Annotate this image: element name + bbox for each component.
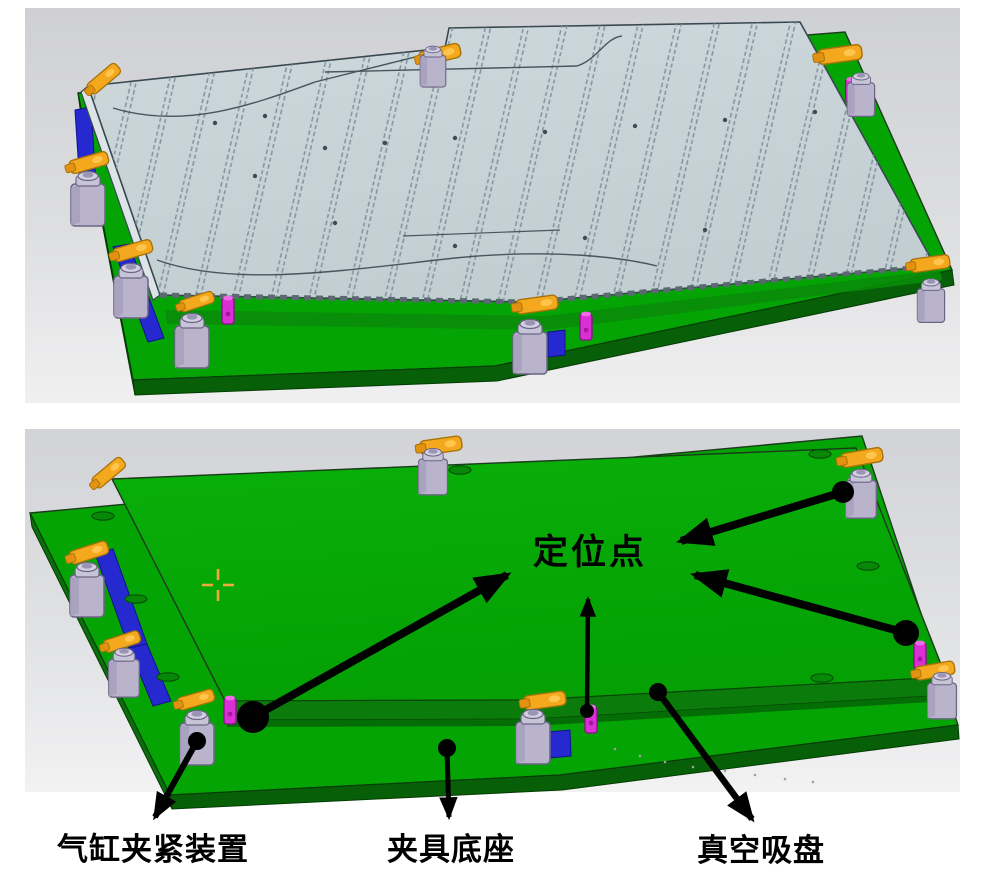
locating-pin	[221, 294, 235, 325]
assembly-with-workpiece-figure	[25, 8, 960, 403]
clamp-cylinder	[69, 561, 105, 618]
label-vacuum-cup: 真空吸盘	[697, 833, 825, 869]
locating-pin	[913, 639, 927, 670]
callout-arrows	[152, 481, 919, 823]
locating-pin	[579, 310, 593, 341]
label-positioning-point: 定位点	[533, 533, 648, 573]
clamp-cylinder	[174, 312, 210, 369]
clamp-cylinder	[512, 318, 548, 375]
sketch-dots	[613, 747, 815, 784]
clamp-cylinder	[846, 72, 876, 118]
riser-strips	[94, 548, 572, 759]
label-fixture-base: 夹具底座	[387, 832, 515, 868]
arrow-cylinder-clamp	[152, 732, 206, 821]
clamp-cylinder	[916, 278, 946, 323]
arrow-vacuum-cup	[649, 683, 755, 823]
origin-crosshair	[202, 569, 234, 601]
arrow-positioning-point-upper-right	[676, 481, 854, 546]
arrow-positioning-point-bottom	[579, 596, 597, 718]
clamp-cylinder	[515, 708, 551, 765]
clamp-cylinder	[108, 647, 140, 698]
workpiece-skin-panel	[80, 21, 937, 305]
arrow-positioning-point-left	[237, 571, 512, 733]
arrow-fixture-base	[438, 739, 458, 821]
clamp-cylinder	[70, 170, 106, 227]
label-cylinder-clamp: 气缸夹紧装置	[57, 832, 249, 868]
clamp-cylinder	[419, 45, 447, 88]
fixture-annotated-figure	[25, 429, 960, 823]
rivet-holes	[212, 109, 818, 249]
clamp-cylinder	[926, 671, 958, 720]
locating-pin	[223, 694, 237, 725]
arrow-positioning-point-lower-right	[690, 569, 919, 646]
clamp-cylinder	[417, 447, 449, 496]
clamp-cylinder	[113, 262, 149, 319]
